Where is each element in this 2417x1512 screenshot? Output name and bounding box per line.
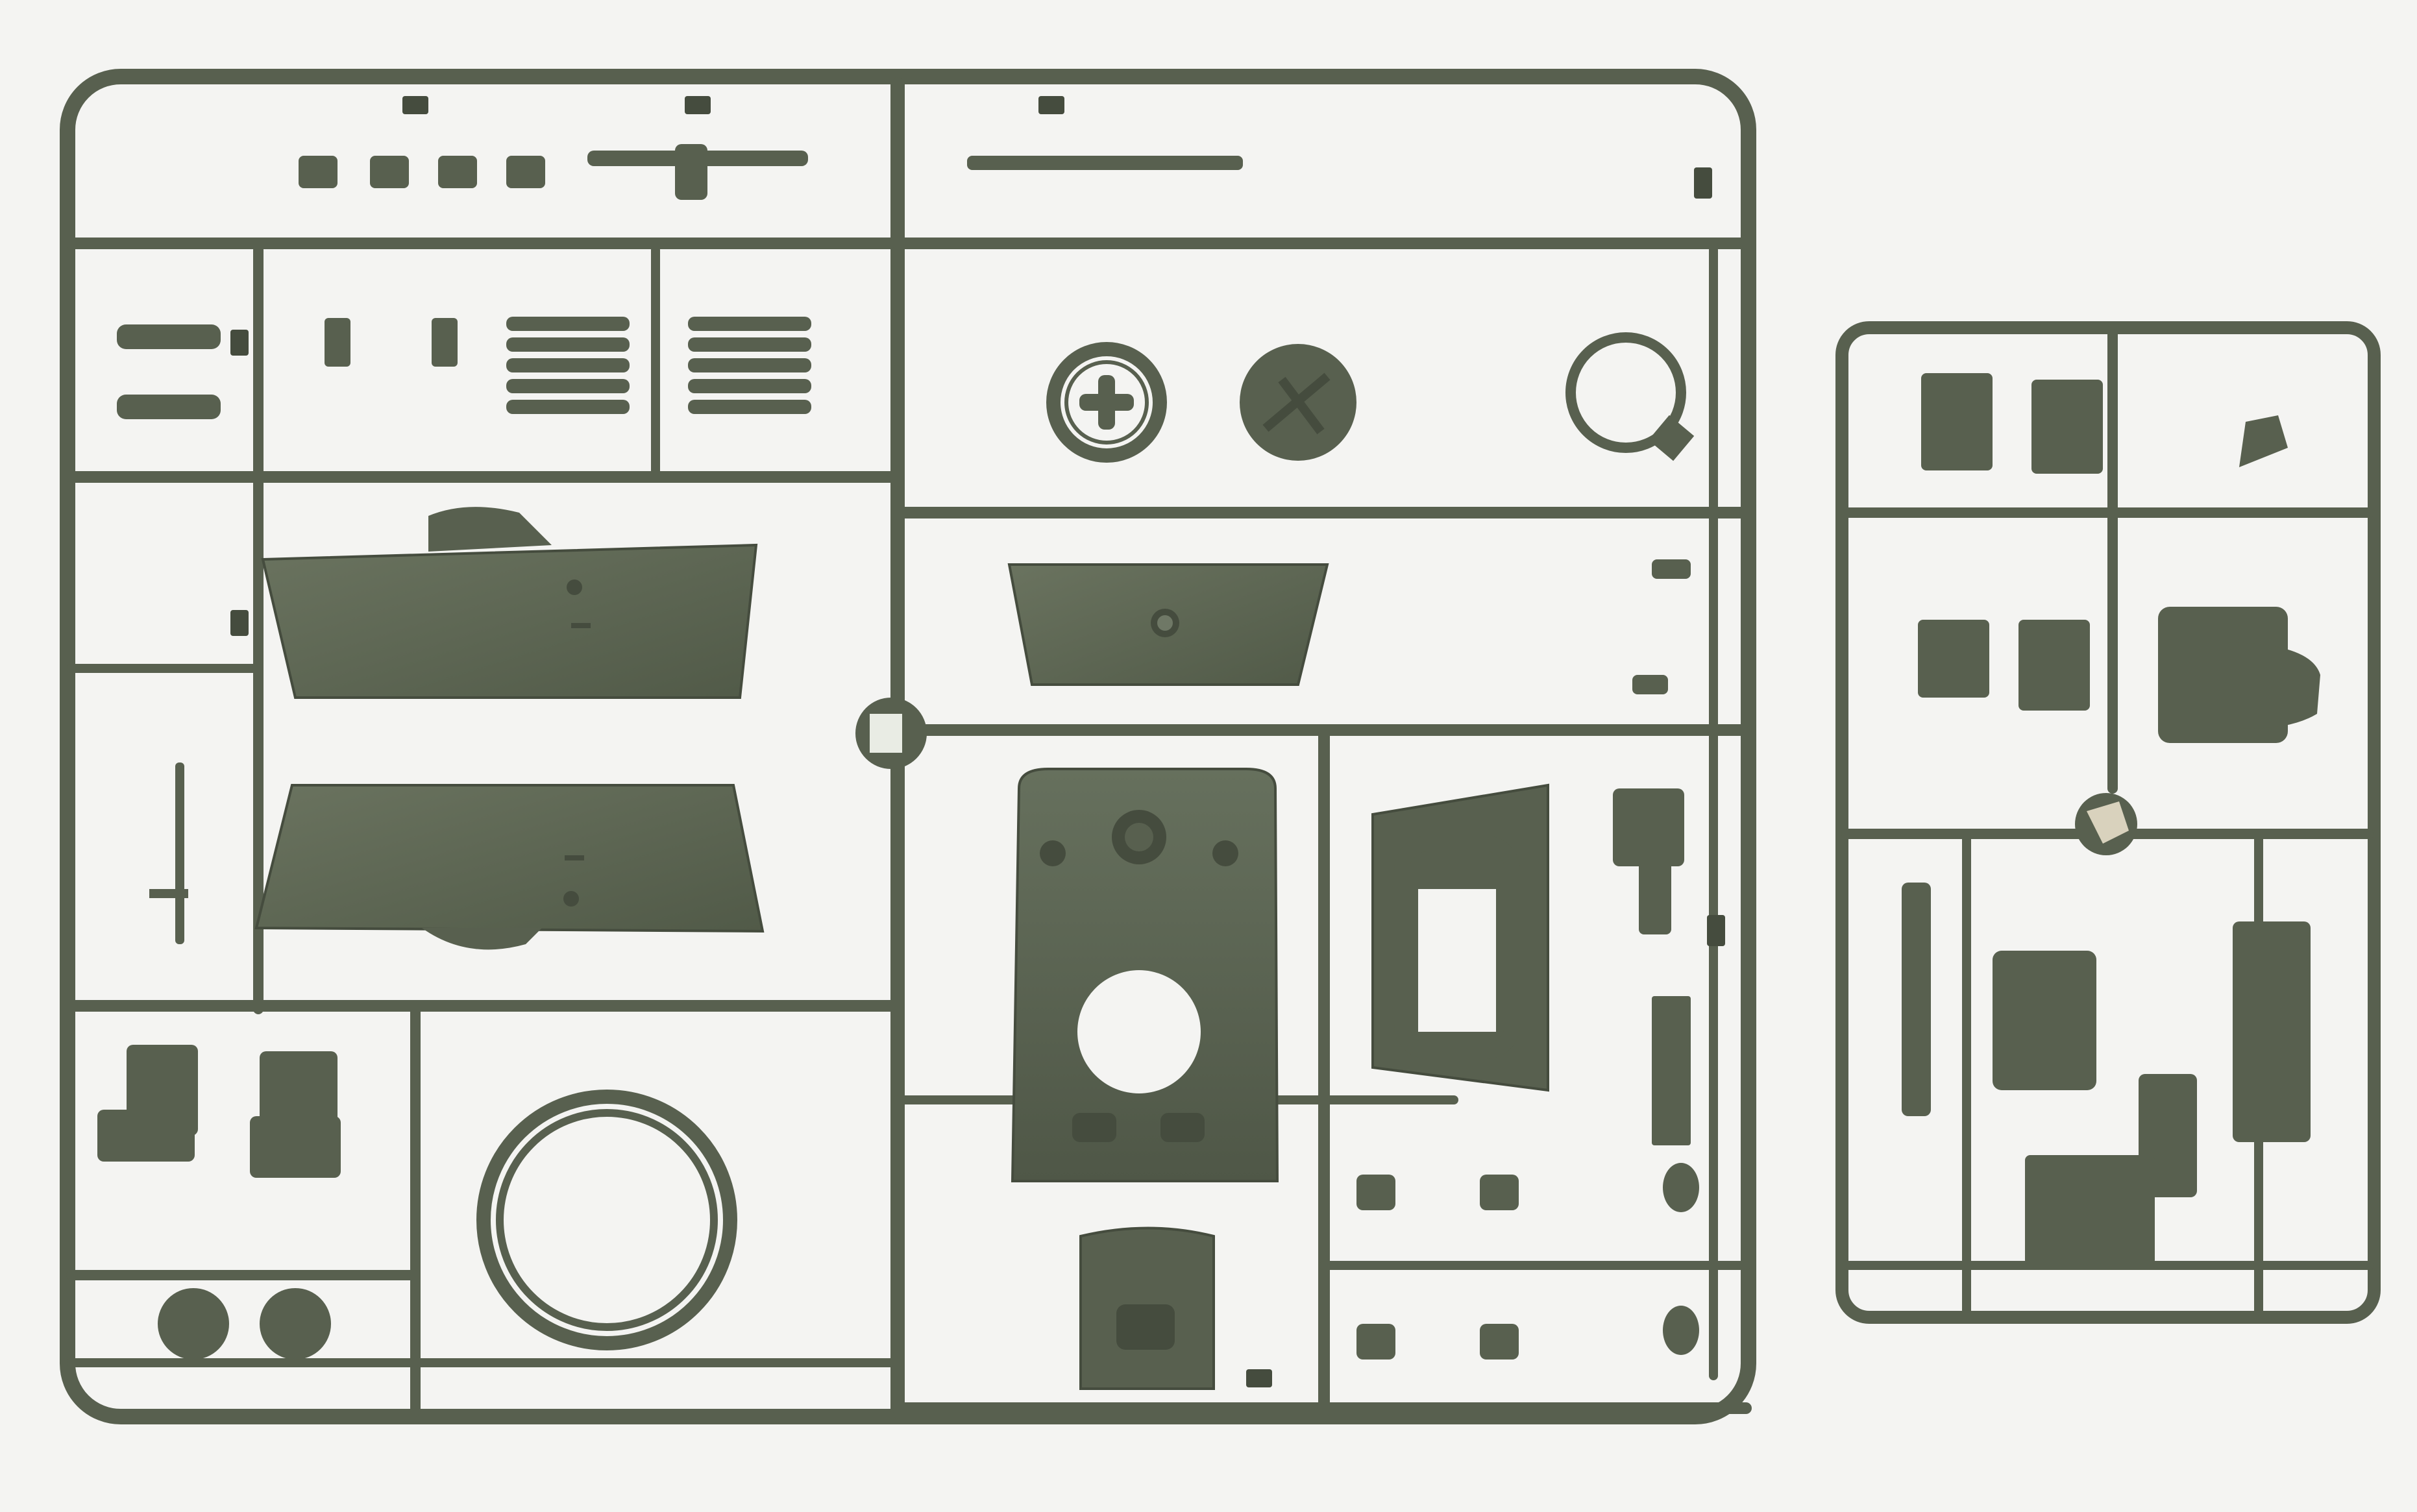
hatch-part [1046,342,1167,463]
sprue-hub [2075,793,2137,855]
small-part-cluster [1902,373,2320,1265]
turret-front-plate [1007,563,1329,686]
turret-ring-part [476,1090,737,1350]
large-sprue [60,69,1756,1424]
sprue-hub [855,698,927,769]
ring-part [1565,332,1695,461]
hull-side-plate [261,507,758,699]
hull-deck-plate [1011,768,1279,1182]
engine-deck-part [1371,783,1549,1092]
small-part-cluster [97,762,341,1360]
small-part-cluster [117,144,1243,419]
small-sprue-frame [1835,321,2381,1324]
part-number-tab [230,96,1725,1387]
large-sprue-frame [60,69,1756,1424]
hatch-part [1240,344,1356,461]
hull-side-plate [254,784,765,950]
small-sprue [1835,321,2381,1324]
small-part-cluster [1356,559,1699,1360]
mantlet-part [1079,1226,1215,1390]
